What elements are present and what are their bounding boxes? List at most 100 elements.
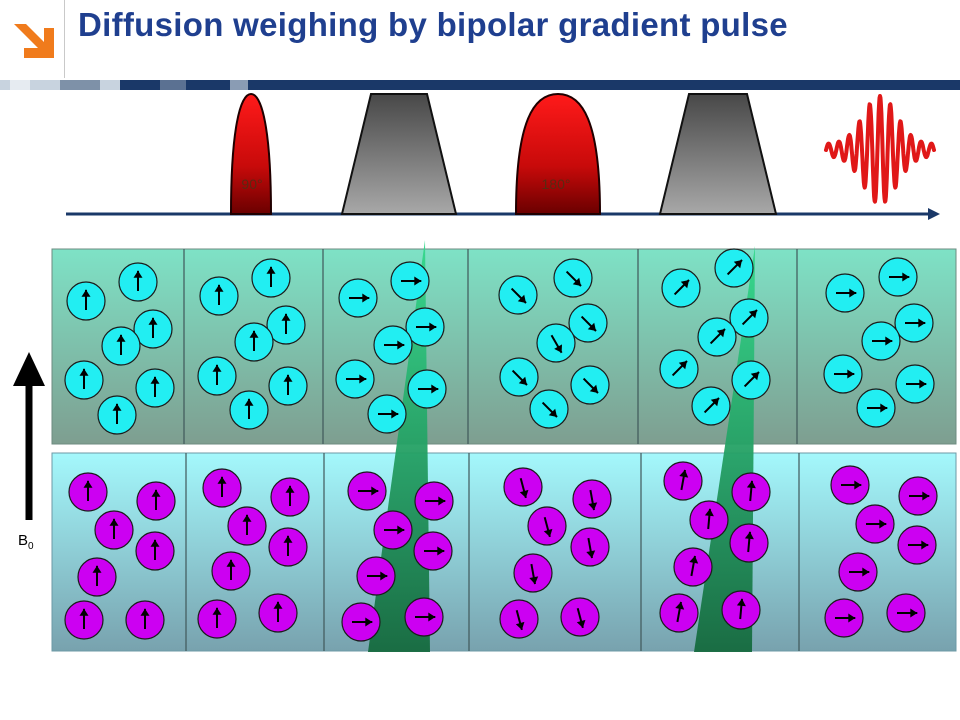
spin-bottom bbox=[136, 481, 176, 521]
spin-top bbox=[133, 309, 173, 349]
spin-top bbox=[101, 326, 141, 366]
spin-bottom bbox=[824, 598, 864, 638]
spin-bottom bbox=[373, 510, 413, 550]
logo-divider bbox=[64, 0, 65, 78]
spin-top bbox=[553, 258, 593, 298]
spin-top bbox=[373, 325, 413, 365]
spin-top bbox=[825, 273, 865, 313]
spin-bottom bbox=[64, 600, 104, 640]
spin-top bbox=[568, 303, 608, 343]
spin-top bbox=[659, 349, 699, 389]
spin-bottom bbox=[77, 557, 117, 597]
spin-bottom bbox=[673, 547, 713, 587]
spin-bottom bbox=[404, 597, 444, 637]
spin-top bbox=[229, 390, 269, 430]
spin-top bbox=[714, 248, 754, 288]
arrow-up-icon bbox=[13, 352, 45, 386]
spin-top bbox=[197, 356, 237, 396]
b0-label: B0 bbox=[18, 532, 34, 552]
spin-top bbox=[529, 389, 569, 429]
spin-bottom bbox=[663, 461, 703, 501]
spin-top bbox=[268, 366, 308, 406]
spin-bottom bbox=[503, 467, 543, 507]
spin-top bbox=[338, 278, 378, 318]
spin-top bbox=[66, 281, 106, 321]
spin-bottom bbox=[202, 468, 242, 508]
spin-bottom bbox=[513, 553, 553, 593]
spin-bottom bbox=[227, 506, 267, 546]
spin-bottom bbox=[729, 523, 769, 563]
spin-bottom bbox=[897, 525, 937, 565]
spin-bottom bbox=[731, 472, 771, 512]
spin-top bbox=[861, 321, 901, 361]
spin-top bbox=[498, 275, 538, 315]
spin-top bbox=[335, 359, 375, 399]
spin-top bbox=[878, 257, 918, 297]
b0-field: B0 bbox=[13, 352, 45, 552]
rf-pulse-90-label: 90° bbox=[241, 176, 262, 192]
header-band bbox=[0, 80, 960, 90]
spin-bottom bbox=[356, 556, 396, 596]
spin-bottom bbox=[268, 527, 308, 567]
gradient-pulse-1 bbox=[340, 93, 458, 215]
time-axis-arrowhead-icon bbox=[928, 208, 940, 220]
spin-top bbox=[405, 307, 445, 347]
spin-bottom bbox=[721, 590, 761, 630]
spin-panels-top-row bbox=[51, 248, 957, 445]
spin-bottom bbox=[689, 500, 729, 540]
spins-bottom-row bbox=[64, 461, 938, 642]
spin-top bbox=[390, 261, 430, 301]
spin-top bbox=[661, 268, 701, 308]
echo-signal bbox=[824, 94, 936, 204]
spin-top bbox=[536, 323, 576, 363]
spin-bottom bbox=[527, 506, 567, 546]
spin-bottom bbox=[499, 599, 539, 639]
rf-pulse-90 bbox=[229, 92, 273, 215]
gradient-pulse-2 bbox=[658, 93, 778, 215]
spin-top bbox=[251, 258, 291, 298]
logo bbox=[0, 0, 64, 78]
spins-top-row bbox=[64, 248, 935, 435]
spin-top bbox=[823, 354, 863, 394]
spin-bottom bbox=[68, 472, 108, 512]
panel-dividers bbox=[183, 249, 800, 651]
spin-bottom bbox=[135, 531, 175, 571]
spin-bottom bbox=[830, 465, 870, 505]
spin-top bbox=[64, 360, 104, 400]
spin-top bbox=[97, 395, 137, 435]
spin-top bbox=[199, 276, 239, 316]
spin-top bbox=[895, 364, 935, 404]
spin-top bbox=[499, 357, 539, 397]
spin-top bbox=[729, 298, 769, 338]
spin-bottom bbox=[94, 510, 134, 550]
spin-top bbox=[234, 322, 274, 362]
spin-top bbox=[697, 317, 737, 357]
spin-bottom bbox=[270, 477, 310, 517]
spin-bottom bbox=[855, 504, 895, 544]
pulse-sequence: 90° 180° bbox=[66, 92, 940, 220]
arrow-down-right-icon bbox=[14, 24, 54, 58]
spin-top bbox=[731, 360, 771, 400]
spin-top bbox=[570, 365, 610, 405]
spin-top bbox=[367, 394, 407, 434]
spin-top bbox=[266, 305, 306, 345]
spin-bottom bbox=[886, 593, 926, 633]
spin-bottom bbox=[898, 476, 938, 516]
spin-bottom bbox=[838, 552, 878, 592]
spin-bottom bbox=[570, 527, 610, 567]
spin-bottom bbox=[414, 481, 454, 521]
rf-pulse-180-label: 180° bbox=[542, 176, 571, 192]
slide-title: Diffusion weighing by bipolar gradient p… bbox=[78, 6, 788, 43]
spin-top bbox=[691, 386, 731, 426]
spin-bottom bbox=[560, 597, 600, 637]
spin-bottom bbox=[258, 593, 298, 633]
spin-bottom bbox=[211, 551, 251, 591]
spin-top bbox=[118, 262, 158, 302]
spin-top bbox=[407, 369, 447, 409]
spin-bottom bbox=[125, 600, 165, 640]
spin-bottom bbox=[572, 479, 612, 519]
spin-bottom bbox=[341, 602, 381, 642]
rf-pulse-180 bbox=[514, 92, 602, 215]
spin-top bbox=[894, 303, 934, 343]
